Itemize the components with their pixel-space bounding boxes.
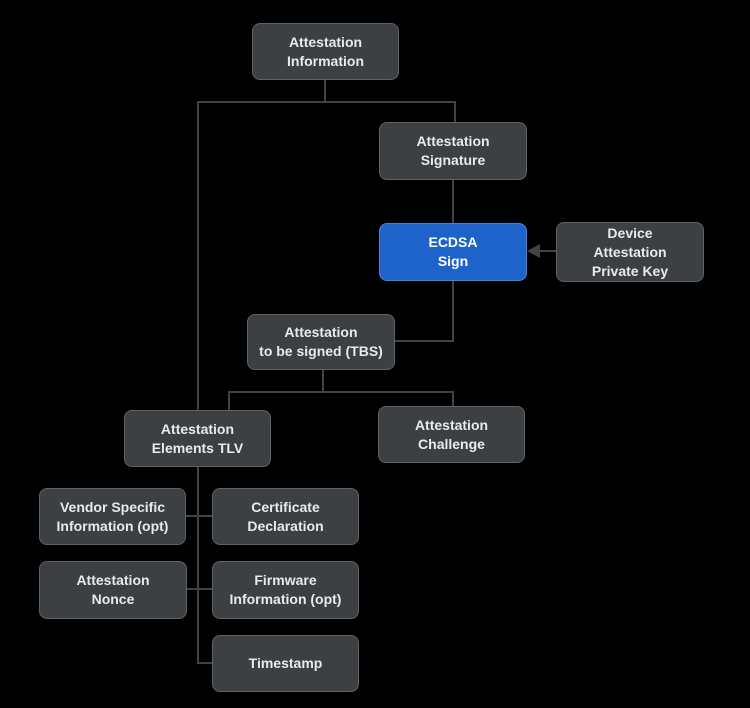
connector-to-signature: [454, 101, 456, 124]
connector-to-challenge: [452, 391, 454, 407]
node-firmware-information: Firmware Information (opt): [212, 561, 359, 619]
node-attestation-tbs: Attestation to be signed (TBS): [247, 314, 395, 370]
connector-to-timestamp: [197, 662, 213, 664]
connector-tbs-split: [228, 391, 454, 393]
node-timestamp: Timestamp: [212, 635, 359, 692]
node-attestation-challenge: Attestation Challenge: [378, 406, 525, 463]
connector-top-split: [197, 101, 456, 103]
arrowhead-left-icon: [527, 244, 540, 258]
node-device-attestation-private-key: Device Attestation Private Key: [556, 222, 704, 282]
connector-left-trunk-upper: [197, 101, 199, 411]
connector-tbs-to-ecdsa: [394, 340, 454, 342]
node-ecdsa-sign: ECDSA Sign: [379, 223, 527, 281]
connector-tbs-down: [322, 369, 324, 393]
node-attestation-elements-tlv: Attestation Elements TLV: [124, 410, 271, 467]
node-vendor-specific-information: Vendor Specific Information (opt): [39, 488, 186, 545]
node-attestation-information: Attestation Information: [252, 23, 399, 80]
connector-to-elements-tlv: [228, 391, 230, 411]
node-attestation-nonce: Attestation Nonce: [39, 561, 187, 619]
connector-key-to-ecdsa: [538, 250, 558, 252]
node-attestation-signature: Attestation Signature: [379, 122, 527, 180]
connector-signature-to-ecdsa: [452, 179, 454, 225]
connector-info-down: [324, 80, 326, 102]
connector-nonce-firmware: [185, 588, 213, 590]
connector-left-trunk-lower: [197, 466, 199, 664]
connector-ecdsa-down: [452, 280, 454, 342]
node-certificate-declaration: Certificate Declaration: [212, 488, 359, 545]
connector-vendor-certificate: [185, 515, 213, 517]
